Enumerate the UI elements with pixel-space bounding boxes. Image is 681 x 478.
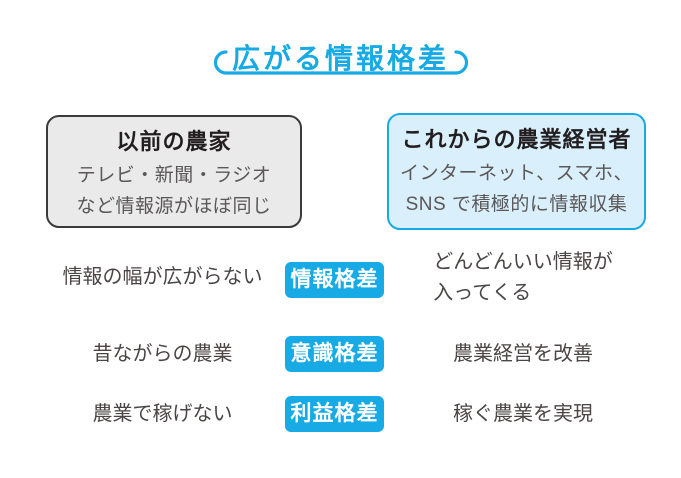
- future-managers-box-body: インターネット、スマホ、 SNS で積極的に情報収集: [399, 163, 634, 215]
- row-awareness-left-label: 昔ながらの農業: [92, 343, 233, 365]
- past-farmers-box-body: テレビ・新聞・ラジオ など情報源がほぼ同じ: [76, 165, 272, 217]
- past-farmers-box: 以前の農家 テレビ・新聞・ラジオ など情報源がほぼ同じ: [46, 115, 302, 228]
- profit-gap-badge: 利益格差: [285, 396, 384, 432]
- row-profit-right-label: 稼ぐ農業を実現: [413, 399, 633, 430]
- row-information-left-label: 情報の幅が広がらない: [62, 266, 263, 288]
- awareness-gap-badge: 意識格差: [285, 336, 384, 372]
- page-title: 広がる情報格差: [231, 43, 449, 74]
- title-underline-decoration: [213, 50, 469, 75]
- row-profit-left-label: 農業で稼げない: [92, 403, 233, 425]
- row-awareness-right-label: 農業経営を改善: [413, 339, 633, 370]
- future-managers-box: これからの農業経営者 インターネット、スマホ、 SNS で積極的に情報収集: [387, 113, 646, 230]
- information-gap-badge: 情報格差: [285, 262, 384, 298]
- past-farmers-box-title: 以前の農家: [116, 129, 232, 154]
- row-information-right-label: どんどんいい情報が 入ってくる: [413, 247, 633, 309]
- row-awareness-right-text: 農業経営を改善: [453, 343, 593, 365]
- future-managers-box-title: これからの農業経営者: [401, 127, 632, 152]
- row-information-right-text: どんどんいい情報が 入ってくる: [433, 251, 613, 304]
- row-profit-right-text: 稼ぐ農業を実現: [453, 403, 593, 425]
